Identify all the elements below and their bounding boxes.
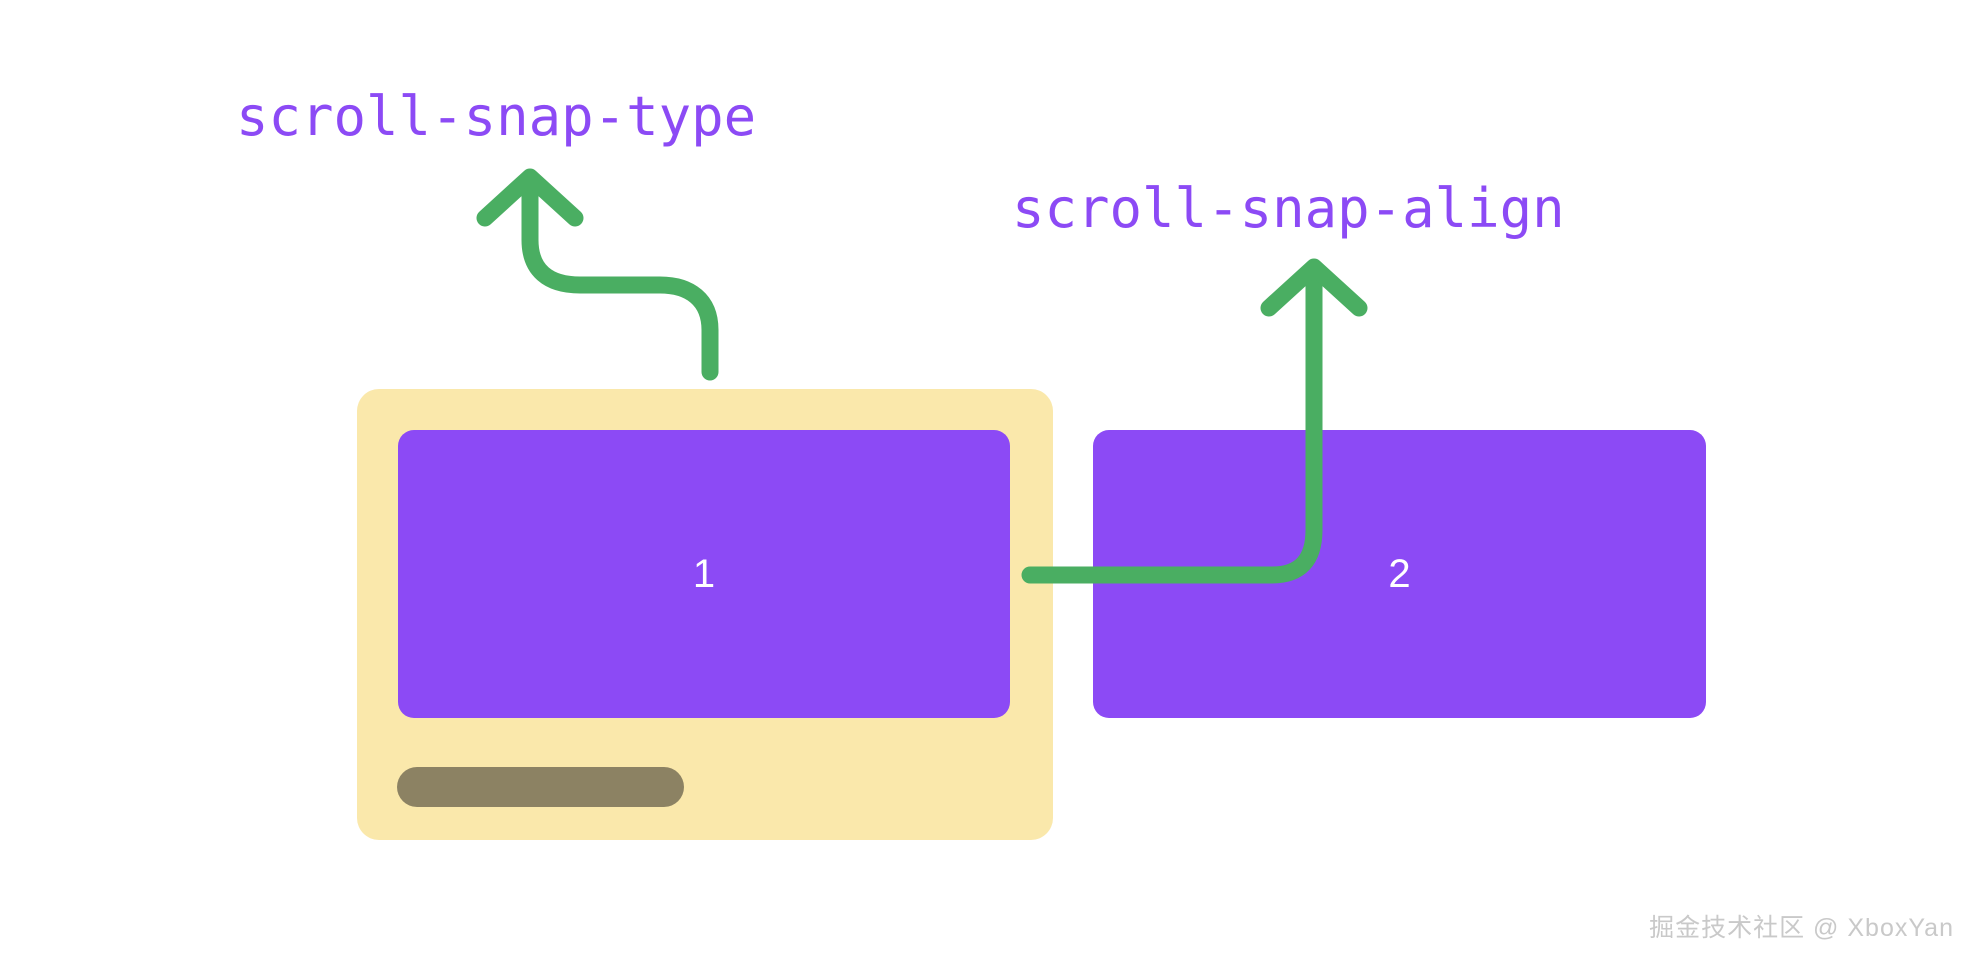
watermark: 掘金技术社区 @ XboxYan xyxy=(1649,914,1954,942)
label-scroll-snap-type: scroll-snap-type xyxy=(236,85,757,148)
snap-item-1-number: 1 xyxy=(692,552,716,596)
horizontal-scrollbar-track[interactable] xyxy=(397,767,1009,807)
snap-item-2-number: 2 xyxy=(1388,552,1411,596)
snap-item-2: 2 xyxy=(1093,430,1706,718)
horizontal-scrollbar-thumb[interactable] xyxy=(397,767,684,807)
arrow-to-scroll-snap-type-icon xyxy=(476,168,719,381)
label-scroll-snap-align: scroll-snap-align xyxy=(1012,177,1565,240)
snap-item-1: 1 xyxy=(398,430,1010,718)
